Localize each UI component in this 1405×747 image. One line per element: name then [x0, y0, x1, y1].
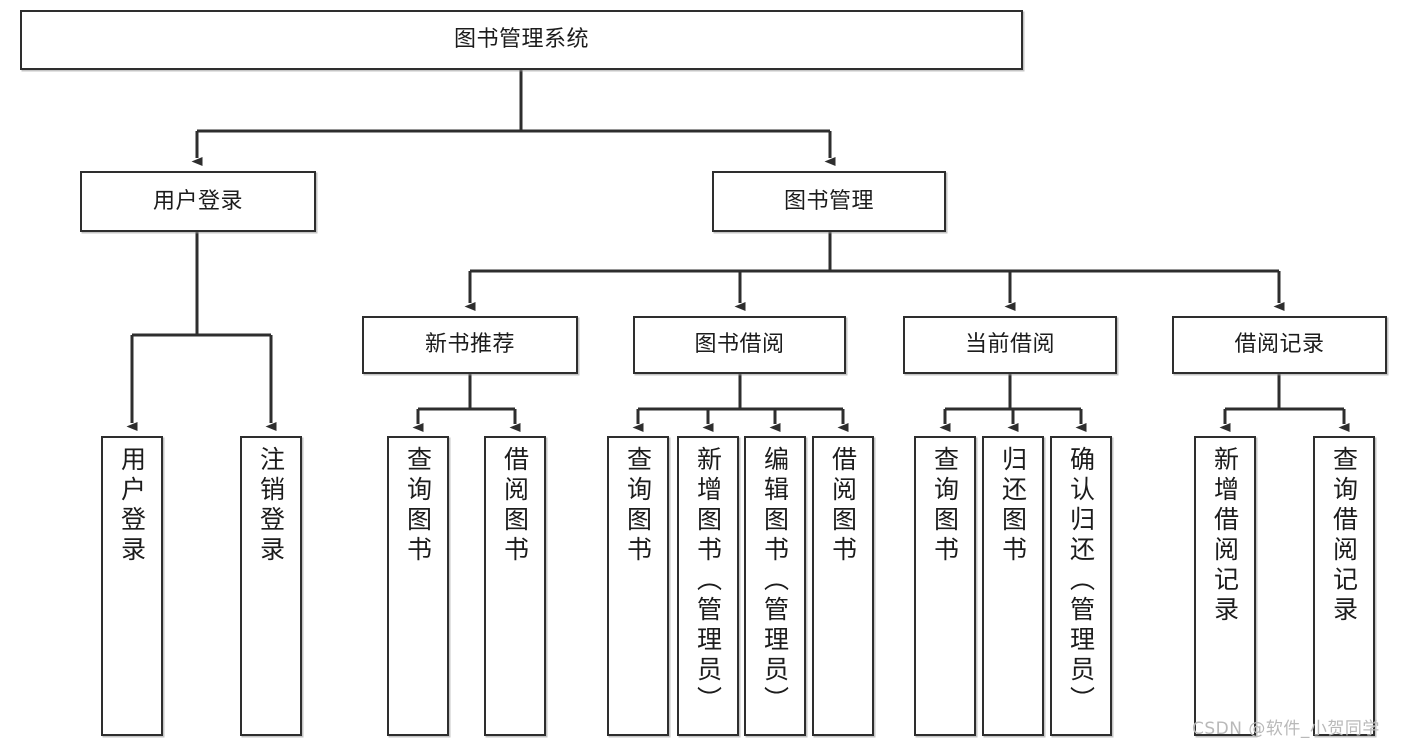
node-new-book-recommend[interactable]: 新书推荐 — [362, 316, 578, 374]
node-leaf-query-book-2[interactable]: 查询图书 — [607, 436, 669, 736]
node-book-borrow-label: 图书借阅 — [694, 332, 785, 358]
node-borrow-record-label: 借阅记录 — [1234, 332, 1325, 358]
node-leaf-confirm-return-label: 确认归还（管理员） — [1066, 446, 1096, 716]
node-leaf-query-book-1[interactable]: 查询图书 — [387, 436, 449, 736]
node-new-book-recommend-label: 新书推荐 — [424, 332, 515, 358]
node-current-borrow[interactable]: 当前借阅 — [903, 316, 1117, 374]
node-root-label: 图书管理系统 — [453, 27, 589, 53]
node-leaf-add-borrow-record[interactable]: 新增借阅记录 — [1194, 436, 1256, 736]
node-leaf-add-book-label: 新增图书（管理员） — [693, 446, 723, 716]
node-book-manage[interactable]: 图书管理 — [712, 171, 946, 232]
node-book-borrow[interactable]: 图书借阅 — [633, 316, 846, 374]
node-user-login-label: 用户登录 — [152, 188, 243, 214]
node-leaf-borrow-book-2-label: 借阅图书 — [828, 446, 858, 566]
node-current-borrow-label: 当前借阅 — [964, 332, 1055, 358]
node-leaf-return-book[interactable]: 归还图书 — [982, 436, 1044, 736]
node-leaf-logout[interactable]: 注销登录 — [240, 436, 302, 736]
node-leaf-borrow-book-1[interactable]: 借阅图书 — [484, 436, 546, 736]
node-leaf-user-login-label: 用户登录 — [117, 446, 147, 566]
node-leaf-add-borrow-record-label: 新增借阅记录 — [1210, 446, 1240, 626]
node-leaf-query-book-2-label: 查询图书 — [623, 446, 653, 566]
node-leaf-user-login[interactable]: 用户登录 — [101, 436, 163, 736]
node-leaf-edit-book[interactable]: 编辑图书（管理员） — [744, 436, 806, 736]
node-book-manage-label: 图书管理 — [783, 188, 874, 214]
node-leaf-add-book[interactable]: 新增图书（管理员） — [677, 436, 739, 736]
node-leaf-edit-book-label: 编辑图书（管理员） — [760, 446, 790, 716]
node-borrow-record[interactable]: 借阅记录 — [1172, 316, 1387, 374]
node-leaf-logout-label: 注销登录 — [256, 446, 286, 566]
node-leaf-query-book-1-label: 查询图书 — [403, 446, 433, 566]
node-leaf-borrow-book-1-label: 借阅图书 — [500, 446, 530, 566]
node-leaf-query-book-3-label: 查询图书 — [930, 446, 960, 566]
node-leaf-confirm-return[interactable]: 确认归还（管理员） — [1050, 436, 1112, 736]
node-leaf-borrow-book-2[interactable]: 借阅图书 — [812, 436, 874, 736]
node-user-login[interactable]: 用户登录 — [80, 171, 316, 232]
node-leaf-query-borrow-record-label: 查询借阅记录 — [1329, 446, 1359, 626]
node-leaf-query-book-3[interactable]: 查询图书 — [914, 436, 976, 736]
node-leaf-query-borrow-record[interactable]: 查询借阅记录 — [1313, 436, 1375, 736]
node-root[interactable]: 图书管理系统 — [20, 10, 1023, 70]
node-leaf-return-book-label: 归还图书 — [998, 446, 1028, 566]
